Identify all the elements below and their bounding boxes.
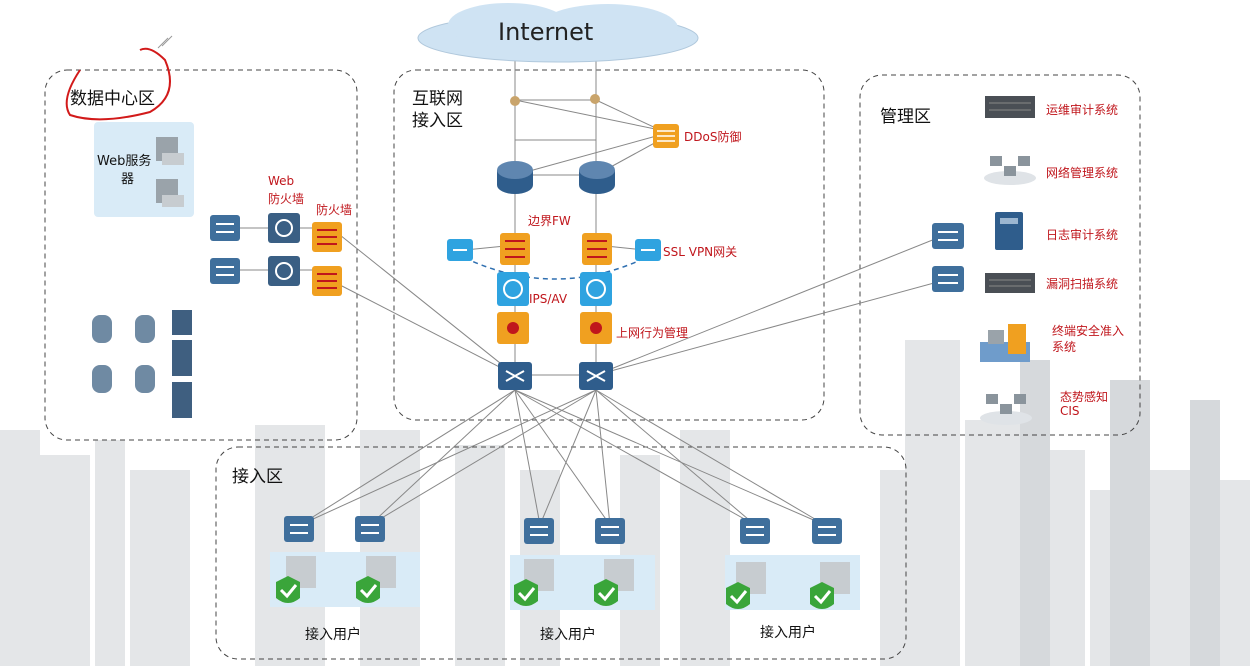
switch-icon <box>932 266 964 292</box>
situation-label-line2: CIS <box>1060 404 1080 418</box>
border-firewall-icon <box>500 233 530 265</box>
internet-access-zone-border <box>393 69 825 421</box>
management-zone-border <box>859 74 1141 436</box>
switch-icon <box>210 258 240 284</box>
switch-icon <box>932 223 964 249</box>
border-firewall-icon <box>582 233 612 265</box>
firewall-icon <box>312 222 342 252</box>
border-fw-label: 边界FW <box>528 214 571 228</box>
server-rack-icon <box>985 96 1035 118</box>
access-users-label-1: 接入用户 <box>305 627 361 643</box>
pc-icon <box>514 559 554 606</box>
ssl-vpn-label: SSL VPN网关 <box>663 245 738 259</box>
behavior-label: 上网行为管理 <box>616 326 689 340</box>
firewall-label: 防火墙 <box>316 203 353 217</box>
access-users-label-2: 接入用户 <box>540 627 596 643</box>
datacenter-zone-title: 数据中心区 <box>70 89 155 109</box>
nac-label-line2: 系统 <box>1052 340 1077 354</box>
log-audit-label: 日志审计系统 <box>1046 228 1119 242</box>
core-switch-icon <box>498 362 532 390</box>
nac-label-line1: 终端安全准入 <box>1052 324 1125 338</box>
ips-icon <box>580 272 612 306</box>
switch-icon <box>355 516 385 542</box>
ddos-icon <box>653 124 679 148</box>
switch-icon <box>210 215 240 241</box>
internet-label: Internet <box>498 18 594 46</box>
web-server-icon <box>156 179 184 207</box>
pc-icon <box>726 562 766 609</box>
pc-icon <box>594 559 634 606</box>
management-zone-title: 管理区 <box>880 107 931 127</box>
switch-icon <box>812 518 842 544</box>
server-icon <box>995 212 1023 250</box>
access-zone-border <box>215 446 907 660</box>
ips-icon <box>497 272 529 306</box>
nac-icon <box>980 324 1030 362</box>
internet-access-zone-title-line2: 接入区 <box>412 111 463 131</box>
web-firewall-icon <box>268 213 300 243</box>
router-small-icon <box>590 94 600 104</box>
network-icon <box>980 394 1032 425</box>
pc-icon <box>356 556 396 603</box>
ddos-label: DDoS防御 <box>684 130 742 144</box>
switch-icon <box>284 516 314 542</box>
web-firewall-label-line2: 防火墙 <box>268 192 305 206</box>
web-server-label-line2: 器 <box>121 172 135 187</box>
pc-icon <box>810 562 850 609</box>
switch-icon <box>740 518 770 544</box>
router-icon <box>579 161 615 194</box>
web-server-icon <box>156 137 184 165</box>
database-group <box>92 310 192 418</box>
network-icon <box>984 156 1036 185</box>
switch-icon <box>595 518 625 544</box>
switch-icon <box>524 518 554 544</box>
router-small-icon <box>510 96 520 106</box>
web-firewall-label-line1: Web <box>268 174 295 188</box>
vpn-icon <box>447 239 473 261</box>
behavior-icon <box>497 312 529 344</box>
server-rack-icon <box>985 273 1035 293</box>
pc-icon <box>276 556 316 603</box>
access-users-label-3: 接入用户 <box>760 625 816 641</box>
firewall-icon <box>312 266 342 296</box>
access-zone-title: 接入区 <box>232 467 283 487</box>
core-switch-icon <box>579 362 613 390</box>
vuln-scan-label: 漏洞扫描系统 <box>1046 277 1119 291</box>
ops-audit-label: 运维审计系统 <box>1046 103 1119 117</box>
datacenter-zone-border <box>44 69 358 441</box>
web-server-label-line1: Web服务 <box>97 154 152 169</box>
vpn-icon <box>635 239 661 261</box>
ips-label: IPS/AV <box>529 292 568 306</box>
cloud-icon <box>417 3 699 63</box>
situation-label-line1: 态势感知 <box>1060 390 1109 404</box>
router-icon <box>497 161 533 194</box>
web-firewall-icon <box>268 256 300 286</box>
net-mgmt-label: 网络管理系统 <box>1046 166 1119 180</box>
behavior-icon <box>580 312 612 344</box>
internet-access-zone-title-line1: 互联网 <box>412 89 463 109</box>
